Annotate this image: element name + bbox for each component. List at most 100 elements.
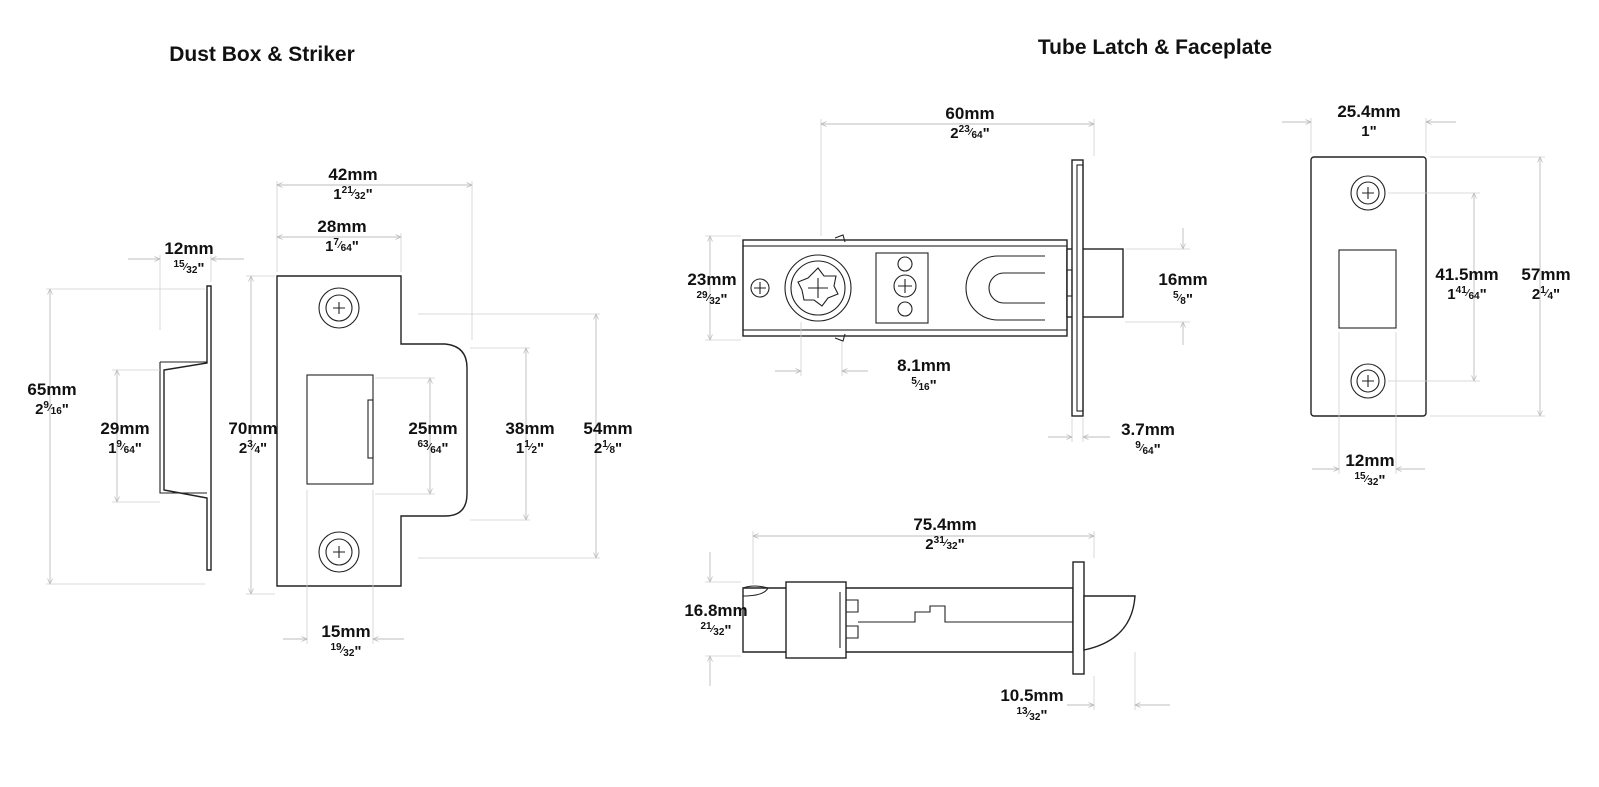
dimension-inch: 21⁄4" — [1532, 285, 1560, 303]
inch-mark: " — [1378, 472, 1385, 489]
inch-mark: " — [197, 260, 204, 277]
screw-hole-icon — [1350, 175, 1386, 211]
dimension-mm: 12mm — [164, 239, 213, 258]
inch-numerator: 5 — [1173, 290, 1179, 301]
dimension-inch: 29⁄16" — [35, 400, 69, 418]
fraction-slash: ⁄ — [706, 293, 712, 304]
fraction-slash: ⁄ — [427, 442, 433, 453]
dimension-mm: 25mm — [408, 419, 457, 438]
title-tube-latch-faceplate: Tube Latch & Faceplate — [1038, 36, 1272, 59]
inch-whole: 1 — [1361, 123, 1369, 140]
inch-mark: " — [62, 401, 69, 418]
dimension-mm: 38mm — [505, 419, 554, 438]
inch-whole: 1 — [333, 186, 341, 203]
inch-whole: 1 — [108, 440, 116, 457]
dimension-inch: 141⁄64" — [1447, 285, 1486, 303]
dimension-inch: 11⁄2" — [516, 439, 544, 457]
tube-latch-side-view — [742, 561, 1136, 675]
inch-mark: " — [724, 622, 731, 639]
fraction-slash: ⁄ — [351, 188, 357, 199]
dimension-mm: 60mm — [945, 104, 994, 123]
inch-mark: " — [1154, 441, 1161, 458]
fraction-slash: ⁄ — [183, 262, 189, 273]
fraction-slash: ⁄ — [1026, 709, 1032, 720]
inch-mark: " — [135, 440, 142, 457]
inch-mark: " — [983, 125, 990, 142]
dimension-mm: 75.4mm — [913, 515, 976, 534]
inch-numerator: 9 — [43, 400, 49, 411]
inch-denominator: 8 — [609, 445, 615, 456]
inch-numerator: 9 — [116, 439, 122, 450]
inch-numerator: 9 — [1135, 440, 1141, 451]
dimension-inch: 17⁄64" — [325, 237, 359, 255]
tube-latch-top-view — [742, 159, 1124, 417]
dimension-mm: 3.7mm — [1121, 420, 1175, 439]
dimension-inch: 121⁄32" — [333, 185, 372, 203]
dimension-mm: 10.5mm — [1000, 686, 1063, 705]
inch-denominator: 16 — [918, 382, 930, 393]
inch-denominator: 64 — [1468, 291, 1480, 302]
inch-whole: 1 — [325, 238, 333, 255]
inch-denominator: 4 — [254, 445, 260, 456]
inch-mark: " — [1553, 286, 1560, 303]
inch-mark: " — [441, 440, 448, 457]
inch-whole: 2 — [925, 536, 933, 553]
dimension-mm: 70mm — [228, 419, 277, 438]
inch-denominator: 64 — [971, 130, 983, 141]
inch-mark: " — [1370, 123, 1377, 140]
dimension-mm: 54mm — [583, 419, 632, 438]
inch-denominator: 8 — [1180, 296, 1186, 307]
inch-denominator: 2 — [531, 445, 537, 456]
dimension-inch: 19⁄32" — [330, 642, 361, 660]
inch-numerator: 21 — [700, 621, 712, 632]
inch-whole: 2 — [1532, 286, 1540, 303]
dimension-inch: 9⁄64" — [1135, 440, 1160, 458]
fraction-slash: ⁄ — [943, 538, 949, 549]
inch-denominator: 64 — [1142, 446, 1154, 457]
fraction-slash: ⁄ — [1465, 288, 1471, 299]
inch-numerator: 21 — [342, 185, 354, 196]
inch-whole: 2 — [950, 125, 958, 142]
dimension-inch: 15⁄32" — [1354, 471, 1385, 489]
fraction-slash: ⁄ — [1177, 293, 1183, 304]
inch-denominator: 64 — [341, 243, 353, 254]
inch-denominator: 4 — [1547, 291, 1553, 302]
dimension-inch: 21⁄32" — [700, 621, 731, 639]
inch-mark: " — [958, 536, 965, 553]
fraction-slash: ⁄ — [340, 645, 346, 656]
faceplate — [1310, 156, 1427, 417]
fraction-slash: ⁄ — [120, 442, 126, 453]
inch-denominator: 32 — [354, 191, 366, 202]
inch-numerator: 41 — [1456, 285, 1468, 296]
fraction-slash: ⁄ — [1544, 288, 1550, 299]
inch-mark: " — [1186, 291, 1193, 308]
screw-icon — [893, 274, 917, 298]
dimension-mm: 23mm — [687, 270, 736, 289]
inch-whole: 1 — [516, 440, 524, 457]
fraction-slash: ⁄ — [606, 442, 612, 453]
inch-numerator: 29 — [696, 290, 708, 301]
inch-mark: " — [930, 377, 937, 394]
inch-denominator: 32 — [343, 648, 355, 659]
inch-numerator: 1 — [602, 439, 608, 450]
dimension-inch: 19⁄64" — [108, 439, 142, 457]
inch-whole: 2 — [35, 401, 43, 418]
fraction-slash: ⁄ — [1364, 474, 1370, 485]
inch-mark: " — [260, 440, 267, 457]
inch-mark: " — [615, 440, 622, 457]
title-dust-box-striker: Dust Box & Striker — [169, 43, 355, 66]
inch-mark: " — [537, 440, 544, 457]
dimension-inch: 1" — [1361, 123, 1376, 140]
dimension-mm: 16.8mm — [684, 601, 747, 620]
dimension-inch: 223⁄64" — [950, 124, 989, 142]
